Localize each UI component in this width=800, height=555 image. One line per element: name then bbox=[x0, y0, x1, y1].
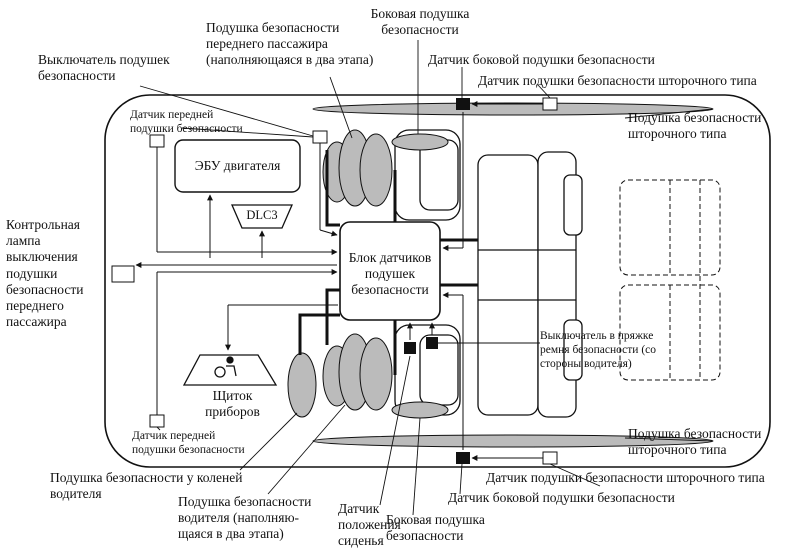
side-sensor-bottom-label: Датчик боковой подушки безопасности bbox=[448, 490, 675, 505]
curtain-sensor-top-label: Датчик подушки безопасности шторочного т… bbox=[478, 73, 757, 88]
buckle-switch-box bbox=[426, 337, 438, 349]
dlc3-label: DLC3 bbox=[246, 208, 278, 222]
ecu-box bbox=[174, 139, 301, 193]
side-airbag-top-shape bbox=[391, 133, 449, 151]
passenger-airbag-shape bbox=[322, 129, 393, 207]
rear-seat bbox=[477, 151, 583, 418]
combination-meter-shape bbox=[182, 354, 278, 386]
airbag-warning-icon bbox=[214, 356, 237, 378]
driver-airbag-shape bbox=[322, 333, 393, 411]
car-outline bbox=[104, 94, 771, 468]
buckle-switch-label: Выключатель в пряжке ремня безопасности … bbox=[540, 330, 657, 370]
airbag-switch-box bbox=[312, 130, 328, 144]
curtain-airbag-top-label: Подушка безопасности шторочного типа bbox=[628, 110, 762, 142]
indicator-lamp-box bbox=[111, 265, 135, 283]
ecu-label: ЭБУ двигателя bbox=[194, 158, 281, 173]
seat-position-sensor-box bbox=[404, 342, 416, 354]
dlc3-shape bbox=[231, 204, 293, 229]
front-sensor-bottom-box bbox=[149, 414, 165, 428]
knee-airbag-shape bbox=[287, 352, 317, 418]
sensor-unit-label: Блок датчиков подушек безопасности bbox=[348, 250, 432, 298]
side-sensor-top-box bbox=[456, 98, 470, 110]
front-sensor-bottom-label: Датчик передней подушки безопасности bbox=[132, 430, 245, 456]
front-sensor-top-box bbox=[149, 134, 165, 148]
third-row-seat bbox=[619, 179, 721, 381]
curtain-sensor-bottom-box bbox=[542, 451, 558, 465]
seat-position-sensor-label: Датчик положения сиденья bbox=[338, 501, 401, 549]
front-sensor-top-label: Датчик передней подушки безопасности bbox=[130, 109, 243, 135]
leader-lines bbox=[139, 40, 714, 516]
side-sensor-bottom-box bbox=[456, 452, 470, 464]
side-airbag-top-label: Боковая подушка безопасности bbox=[370, 6, 470, 38]
passenger-seat bbox=[394, 129, 461, 221]
airbag-switch-label: Выключатель подушек безопасности bbox=[38, 52, 170, 84]
wiring-thin bbox=[135, 101, 543, 461]
side-sensor-top-label: Датчик боковой подушки безопасности bbox=[428, 52, 655, 67]
driver-airbag-label: Подушка безопасности водителя (наполняю-… bbox=[178, 494, 312, 542]
side-airbag-bottom-label: Боковая подушка безопасности bbox=[386, 512, 485, 544]
sensor-unit-box bbox=[339, 221, 441, 321]
curtain-airbag-bottom-label: Подушка безопасности шторочного типа bbox=[628, 426, 762, 458]
curtain-sensor-bottom-label: Датчик подушки безопасности шторочного т… bbox=[486, 470, 765, 485]
indicator-lamp-label: Контрольная лампа выключения подушки без… bbox=[6, 217, 84, 330]
wiring-thick bbox=[298, 150, 478, 375]
knee-airbag-label: Подушка безопасности у коленей водителя bbox=[50, 470, 243, 502]
combination-meter-label: Щиток приборов bbox=[205, 388, 260, 420]
curtain-sensor-top-box bbox=[542, 97, 558, 111]
passenger-airbag-label: Подушка безопасности переднего пассажира… bbox=[206, 20, 374, 68]
